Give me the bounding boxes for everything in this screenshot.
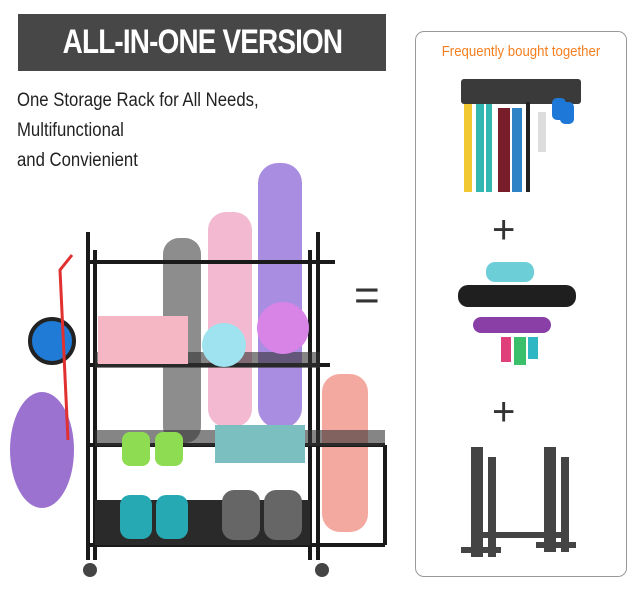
frequently-bought-title: Frequently bought together <box>441 43 601 60</box>
headline-banner: ALL-IN-ONE VERSION <box>18 14 386 71</box>
wall-mount-band-rack-icon <box>461 79 581 192</box>
dumbbell-stand-icon <box>461 447 576 557</box>
plus-sign-2: + <box>492 390 516 434</box>
yoga-storage-rack-icon <box>10 163 387 577</box>
subtitle-line-1: One Storage Rack for All Needs, Multifun… <box>17 90 259 141</box>
foam-roller-wall-rack-icon <box>458 262 576 365</box>
subtitle-line-2: and Convienient <box>17 150 138 171</box>
equals-sign: = <box>354 271 380 320</box>
plus-sign-1: + <box>492 208 516 252</box>
frequently-bought-together-panel: Frequently bought together + + <box>415 31 627 577</box>
subtitle: One Storage Rack for All Needs, Multifun… <box>17 86 369 176</box>
headline-title: ALL-IN-ONE VERSION <box>62 23 342 61</box>
